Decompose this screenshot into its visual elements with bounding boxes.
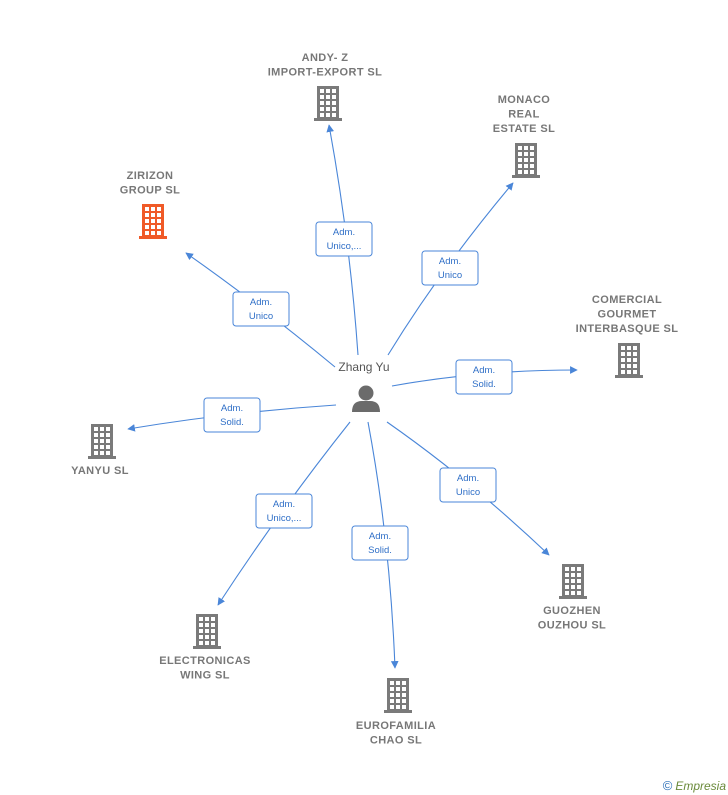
company-node-monaco[interactable]: MONACO REAL ESTATE SL [493, 94, 555, 178]
company-name-line: YANYU SL [71, 465, 129, 477]
company-node-comercial[interactable]: COMERCIAL GOURMET INTERBASQUE SL [576, 294, 679, 378]
relation-text: Adm. [457, 473, 479, 484]
person-name: Zhang Yu [338, 360, 389, 374]
building-icon [88, 424, 116, 459]
relation-labels-layer: Adm.Unico,...Adm.UnicoAdm.UnicoAdm.Solid… [203, 221, 513, 561]
brand-name: Empresia [675, 779, 726, 793]
relation-label-andy[interactable]: Adm. Unico,... [315, 221, 373, 257]
company-name-line: GUOZHEN [543, 605, 601, 617]
building-icon [384, 678, 412, 713]
relation-text: Solid. [472, 379, 496, 390]
company-name-line: COMERCIAL [592, 294, 662, 306]
company-name-line: IMPORT-EXPORT SL [268, 67, 383, 79]
building-icon [615, 343, 643, 378]
company-node-electronicas[interactable]: ELECTRONICAS WING SL [159, 614, 251, 682]
company-name-line: OUZHOU SL [538, 620, 606, 632]
company-name-line: ESTATE SL [493, 123, 555, 135]
relation-text: Solid. [220, 417, 244, 428]
building-icon [512, 143, 540, 178]
relation-text: Unico [438, 270, 462, 281]
relation-text: Adm. [333, 227, 355, 238]
company-name-line: ANDY- Z [302, 52, 349, 64]
company-name-line: WING SL [180, 670, 230, 682]
relation-text: Adm. [250, 297, 272, 308]
relation-text: Unico [249, 311, 273, 322]
company-name-line: ELECTRONICAS [159, 655, 251, 667]
relation-label-eurofamilia[interactable]: Adm. Solid. [351, 525, 409, 561]
building-icon [314, 86, 342, 121]
company-name-line: MONACO [498, 94, 551, 106]
relation-label-zirizon[interactable]: Adm. Unico [232, 291, 290, 327]
relation-label-electronicas[interactable]: Adm. Unico,... [255, 493, 313, 529]
relation-text: Adm. [473, 365, 495, 376]
relation-text: Unico [456, 487, 480, 498]
relation-text: Adm. [221, 403, 243, 414]
relation-text: Unico,... [267, 513, 302, 524]
company-name-line: CHAO SL [370, 735, 422, 747]
company-node-eurofamilia[interactable]: EUROFAMILIA CHAO SL [356, 678, 436, 747]
relation-text: Adm. [369, 531, 391, 542]
relation-text: Unico,... [327, 241, 362, 252]
company-node-andy[interactable]: ANDY- Z IMPORT-EXPORT SL [268, 52, 383, 121]
relation-text: Adm. [439, 256, 461, 267]
company-name-line: ZIRIZON [127, 170, 174, 182]
relation-label-yanyu[interactable]: Adm. Solid. [203, 397, 261, 433]
center-person-node[interactable]: Zhang Yu [338, 360, 390, 412]
company-name-line: GROUP SL [120, 185, 180, 197]
copyright-icon: © [662, 778, 673, 793]
company-name-line: INTERBASQUE SL [576, 323, 679, 335]
company-name-line: GOURMET [597, 309, 656, 321]
relation-label-comercial[interactable]: Adm. Solid. [455, 359, 513, 395]
company-node-zirizon[interactable]: ZIRIZON GROUP SL [120, 170, 180, 239]
building-icon [139, 204, 167, 239]
relation-label-monaco[interactable]: Adm. Unico [421, 250, 479, 286]
nodes-layer: ANDY- Z IMPORT-EXPORT SL MONACO REAL ESTATE … [71, 52, 678, 747]
building-icon [193, 614, 221, 649]
edges-layer [127, 124, 578, 669]
footer-brand: ©Empresia [663, 778, 726, 793]
building-icon [559, 564, 587, 599]
company-node-guozhen[interactable]: GUOZHEN OUZHOU SL [538, 564, 606, 632]
company-node-yanyu[interactable]: YANYU SL [71, 424, 129, 477]
relation-text: Solid. [368, 545, 392, 556]
company-name-line: REAL [508, 109, 540, 121]
relation-label-guozhen[interactable]: Adm. Unico [439, 467, 497, 503]
person-icon [352, 385, 380, 412]
company-name-line: EUROFAMILIA [356, 720, 436, 732]
relation-text: Adm. [273, 499, 295, 510]
